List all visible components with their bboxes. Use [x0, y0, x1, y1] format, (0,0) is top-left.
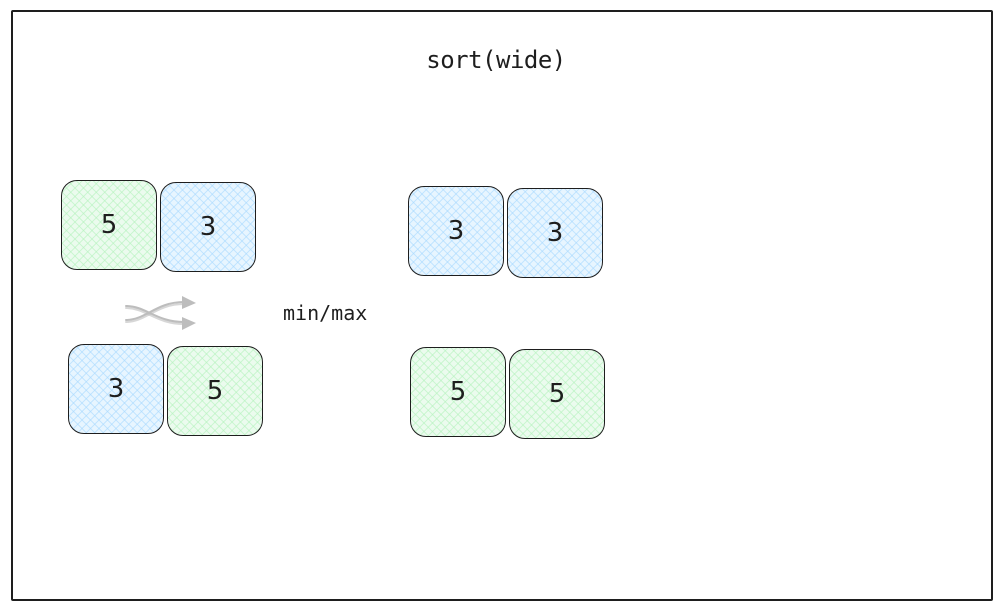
input-top-cell-1: 5: [61, 180, 157, 270]
shuffle-icon: [125, 296, 196, 330]
operation-label: min/max: [283, 301, 368, 325]
input-bottom-cell-1: 3: [68, 344, 164, 434]
input-bottom-cell-2: 5: [167, 346, 263, 436]
output-top-cell-2: 3: [507, 188, 603, 278]
input-top-cell-2: 3: [160, 182, 256, 272]
output-bottom-cell-1: 5: [410, 347, 506, 437]
diagram-title: sort(wide): [426, 46, 566, 74]
output-bottom-cell-2: 5: [509, 349, 605, 439]
output-top-cell-1: 3: [408, 186, 504, 276]
